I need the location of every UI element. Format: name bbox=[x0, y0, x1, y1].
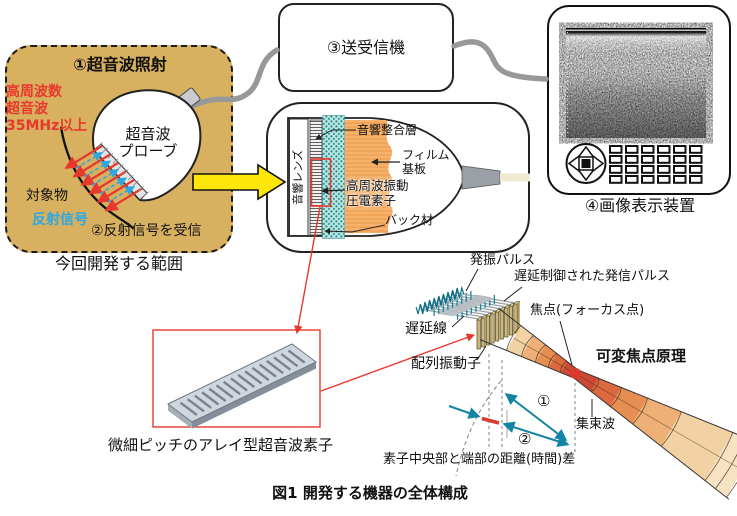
probe-nozzle bbox=[461, 165, 501, 190]
piezo-leader bbox=[321, 187, 346, 195]
principle-label: 可変焦点原理 bbox=[596, 347, 687, 365]
delayed-pulse-label: 遅延制御された発信パルス bbox=[514, 269, 671, 284]
film-substrate-layer bbox=[345, 120, 393, 233]
pulse-label: 発振パルス bbox=[470, 253, 536, 268]
ultrasound-image bbox=[565, 27, 707, 139]
array-transducer-label: 配列振動子 bbox=[411, 356, 481, 372]
focal-point-dot bbox=[570, 368, 581, 379]
backing-leader bbox=[324, 224, 386, 235]
probe-cable bbox=[189, 47, 280, 109]
focused-wave-label: 集束波 bbox=[576, 417, 616, 432]
probe-name: 超音波 プローブ bbox=[118, 125, 178, 161]
red-link-to-array-element bbox=[294, 206, 321, 335]
lens-label: 音響レンズ bbox=[291, 149, 305, 205]
film-substrate-label: フィルム 基板 bbox=[402, 148, 450, 176]
figure-caption: 図1 開発する機器の全体構成 bbox=[272, 484, 468, 502]
label-leaders bbox=[451, 268, 593, 417]
transceiver-box bbox=[278, 3, 454, 92]
irradiation-title: ①超音波照射 bbox=[73, 55, 167, 74]
acoustic-lens-layer bbox=[289, 118, 309, 236]
array-element-highlight-box bbox=[152, 329, 321, 428]
focus-beam bbox=[480, 307, 737, 500]
display-cable bbox=[451, 39, 549, 82]
control-buttons-grid bbox=[609, 145, 703, 184]
array-element-caption: 微細ピッチのアレイ型超音波素子 bbox=[108, 436, 334, 454]
dpad-control bbox=[565, 143, 607, 184]
yellow-arrow-icon bbox=[192, 163, 287, 201]
piezo-label: 高周波振動 圧電素子 bbox=[346, 178, 409, 208]
probe-cord bbox=[500, 173, 530, 182]
probe-illustration bbox=[59, 87, 202, 229]
focal-point-label: 焦点(フォーカス点) bbox=[530, 303, 645, 318]
piezo-highlight-box bbox=[310, 158, 332, 207]
matching-layer-leader bbox=[315, 129, 356, 140]
transceiver-title: ③送受信機 bbox=[326, 38, 406, 57]
object-label: 対象物 bbox=[26, 188, 68, 204]
marker-2: ② bbox=[518, 430, 532, 448]
display-title: ④画像表示装置 bbox=[584, 196, 696, 215]
probe-cross-section bbox=[287, 115, 530, 239]
array-element-3d bbox=[167, 343, 317, 429]
scope-label: 今回開発する範囲 bbox=[54, 254, 183, 273]
distance-note: 素子中央部と端部の距離(時間)差 bbox=[383, 452, 576, 467]
backing-label: バック材 bbox=[385, 213, 434, 227]
red-link-to-transducer bbox=[320, 333, 476, 392]
emitted-and-reflected-wave-arrows bbox=[64, 141, 149, 212]
distance-arrows bbox=[448, 393, 570, 448]
delay-lines-and-array-transducer bbox=[415, 285, 521, 350]
delay-line-label: 遅延線 bbox=[405, 321, 447, 337]
marker-1: ① bbox=[537, 392, 551, 410]
matching-layer-label: 音響整合層 bbox=[357, 123, 418, 137]
electrode-layer bbox=[322, 115, 345, 239]
reflection-label: 反射信号 bbox=[32, 212, 88, 228]
receive-label: ②反射信号を受信 bbox=[91, 223, 202, 239]
frequency-note: 高周波数 超音波 35MHz以上 bbox=[6, 84, 88, 134]
